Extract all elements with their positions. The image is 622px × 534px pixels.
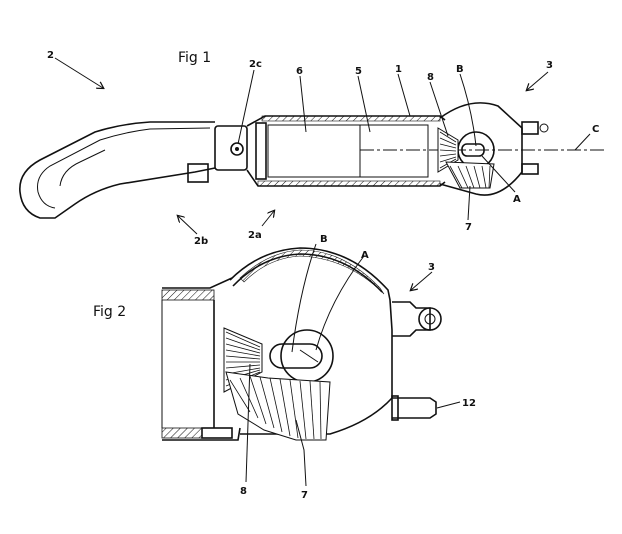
fig1-housing — [246, 115, 446, 187]
fig2-label-head: 3 — [428, 262, 435, 273]
fig1-label-pivot-a: A — [513, 194, 521, 205]
fig2-label-gear-8: 8 — [240, 486, 247, 497]
fig1-label-axis: C — [592, 124, 599, 135]
fig2-label-pivot-a: A — [361, 250, 369, 261]
fig2-shaft — [269, 329, 334, 383]
fig2-title: Fig 2 — [93, 304, 126, 320]
fig1-label-body: 2a — [248, 230, 262, 241]
fig1-gear-8 — [437, 127, 459, 173]
fig1-handle — [19, 121, 216, 219]
fig1-label-shaft-b: B — [456, 64, 464, 75]
fig2: Fig 2 — [93, 234, 476, 501]
fig1-title: Fig 1 — [178, 50, 211, 66]
fig1-label-battery: 5 — [355, 66, 362, 77]
fig1-label-motor: 6 — [296, 66, 303, 77]
fig1-label-gear-7: 7 — [465, 222, 472, 233]
fig1-label-housing: 1 — [395, 64, 402, 75]
fig1: Fig 1 — [19, 50, 605, 247]
fig1-label-gear-8: 8 — [427, 72, 434, 83]
fig2-label-gear-7: 7 — [301, 490, 308, 501]
fig2-label-connector: 12 — [462, 398, 476, 409]
fig1-gear-7 — [445, 161, 495, 189]
fig1-joint — [214, 125, 248, 171]
fig2-gear-7 — [225, 371, 331, 441]
fig1-label-handle: 2b — [194, 236, 208, 247]
fig2-tube — [161, 277, 241, 441]
fig1-label-joint: 2c — [249, 59, 262, 70]
fig1-label-head: 3 — [546, 60, 553, 71]
fig1-label-device: 2 — [47, 50, 54, 61]
fig2-label-shaft-b: B — [320, 234, 328, 245]
fig2-head — [229, 247, 442, 435]
